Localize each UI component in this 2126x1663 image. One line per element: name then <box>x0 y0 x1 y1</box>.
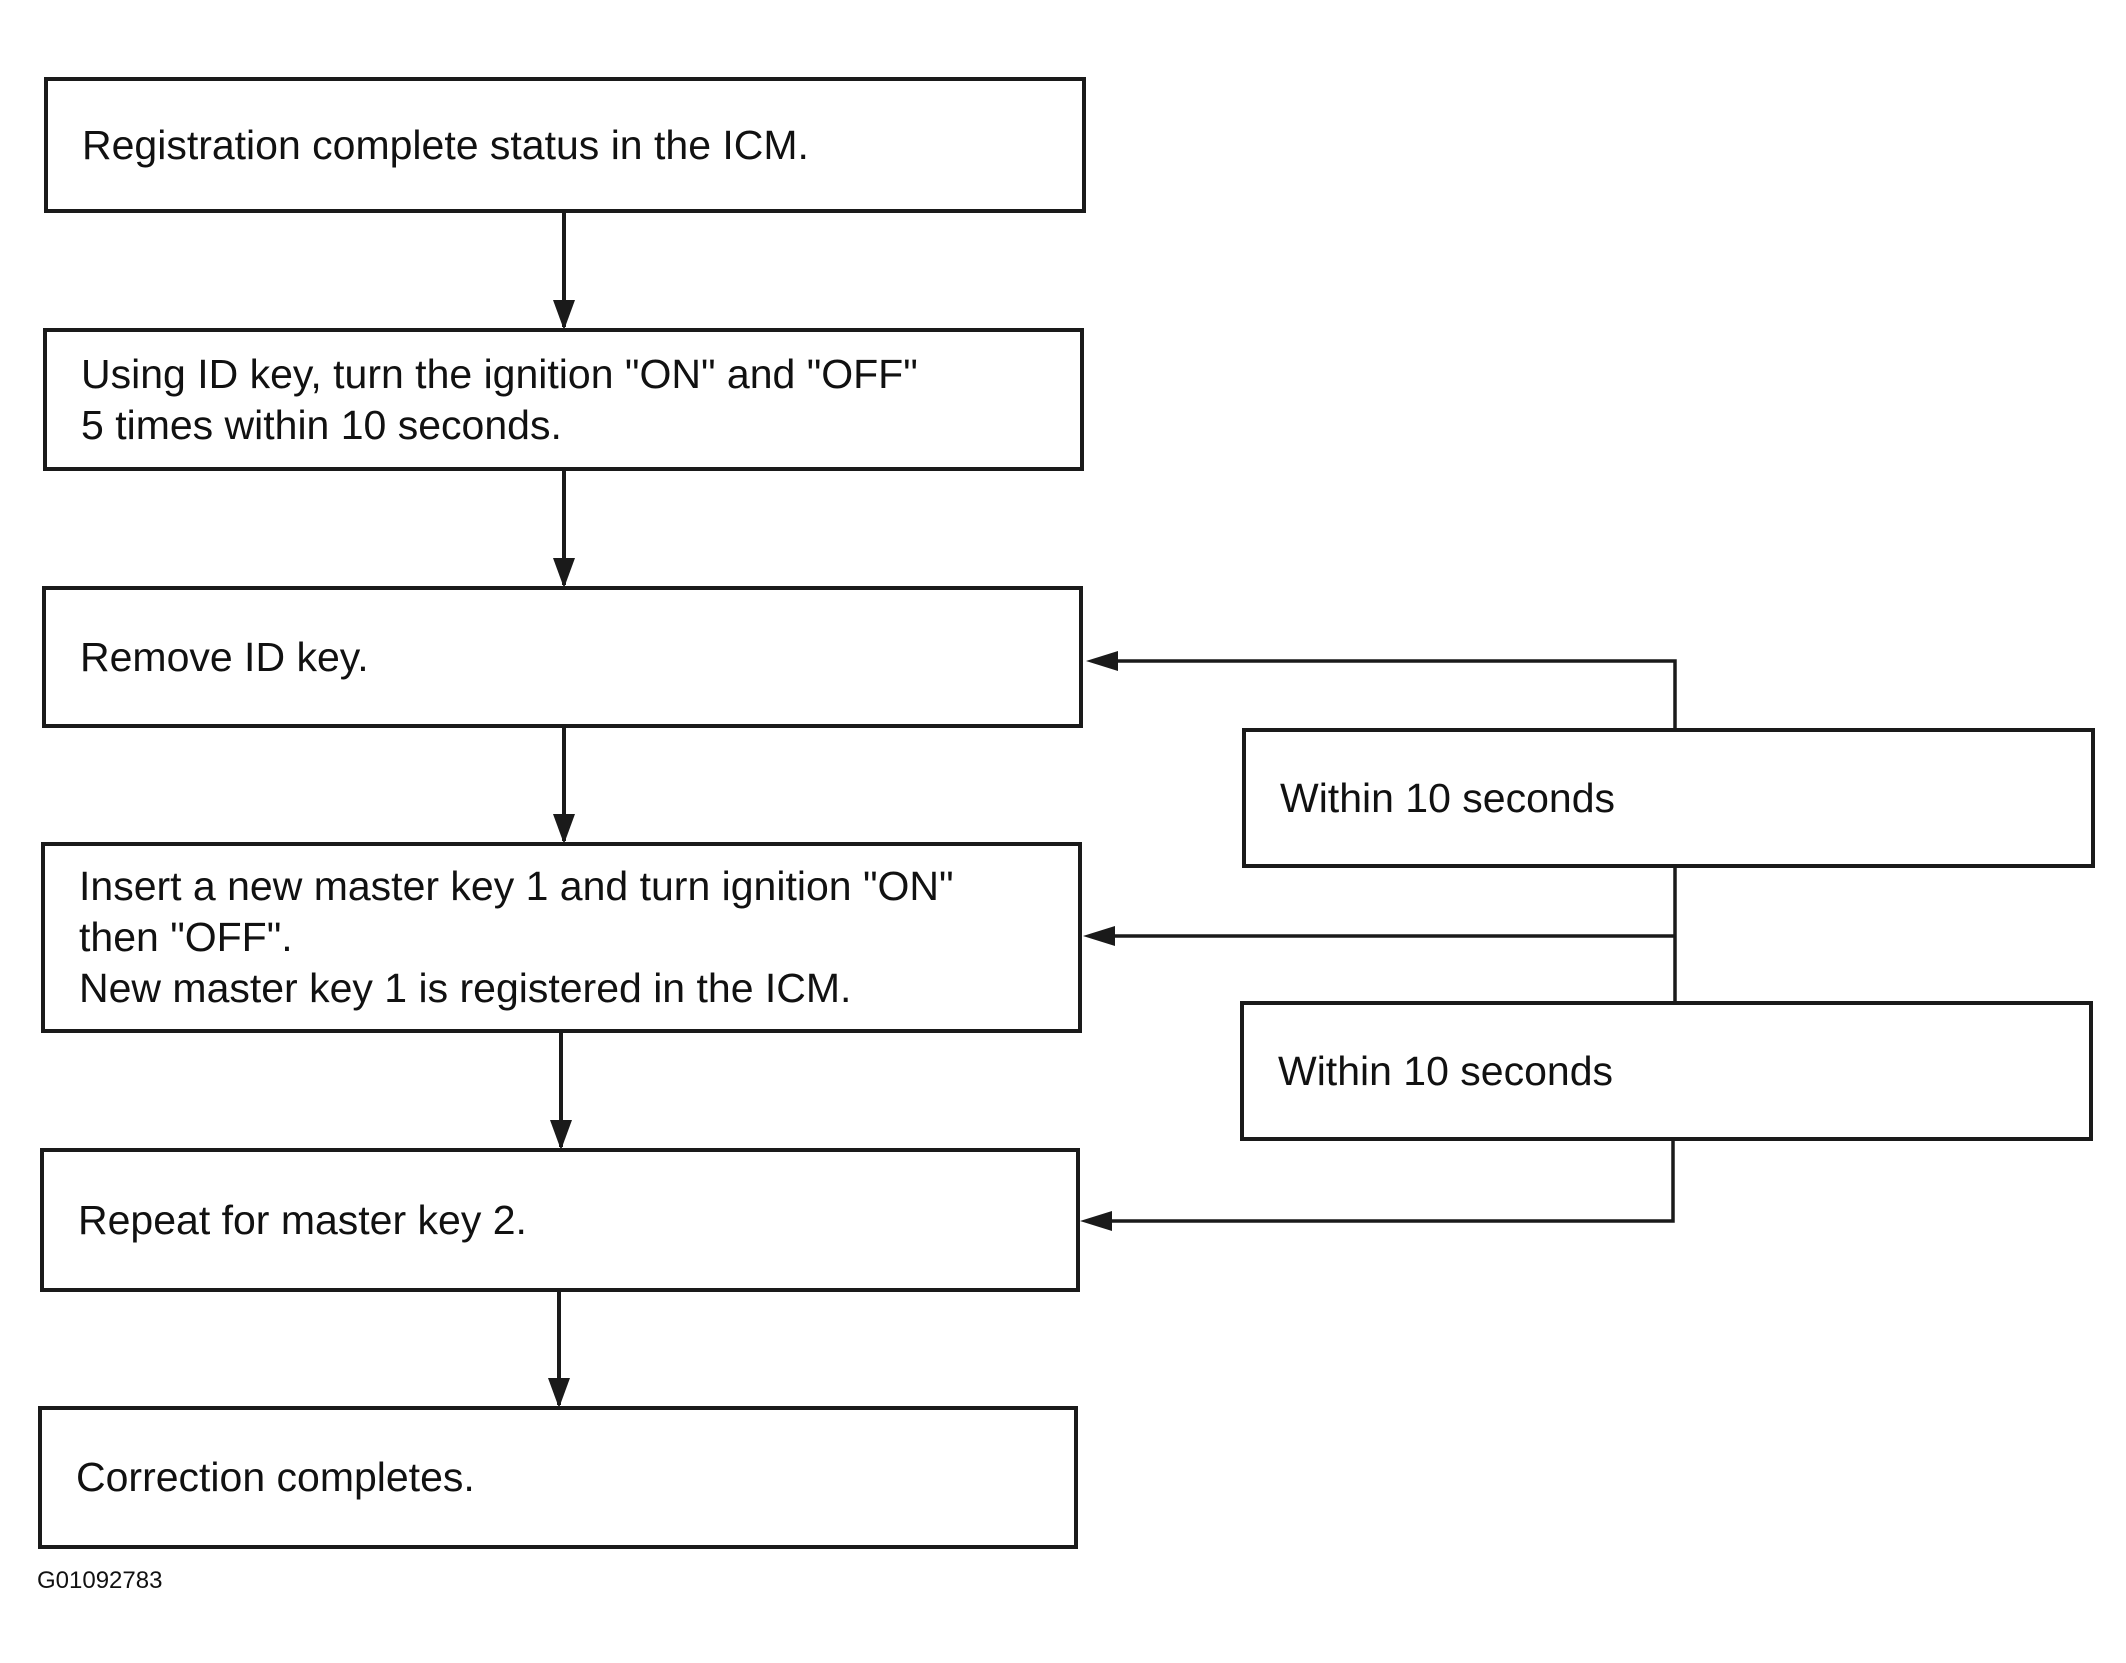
step-text-line: Remove ID key. <box>80 633 369 680</box>
connector-timer2-to-step5 <box>1110 1141 1675 1223</box>
step-repeat-master-key-2: Repeat for master key 2. <box>40 1148 1080 1292</box>
step-ignition-cycle: Using ID key, turn the ignition "ON" and… <box>43 328 1084 471</box>
step-registration-complete: Registration complete status in the ICM. <box>44 77 1086 213</box>
timer-box-1: Within 10 seconds <box>1242 728 2095 868</box>
arrowhead-step6 <box>548 1378 570 1408</box>
arrowhead-into-step5 <box>1080 1211 1112 1231</box>
step-text-line: Correction completes. <box>76 1454 475 1500</box>
timer-box-2: Within 10 seconds <box>1240 1001 2093 1141</box>
step-correction-completes: Correction completes. <box>38 1406 1078 1549</box>
step-text-line: 5 times within 10 seconds. <box>81 401 562 448</box>
step-text-line: Insert a new master key 1 and turn ignit… <box>79 863 954 909</box>
timer-label: Within 10 seconds <box>1280 774 1616 821</box>
step-insert-master-key-1: Insert a new master key 1 and turn ignit… <box>41 842 1082 1033</box>
arrowhead-step4 <box>553 814 575 844</box>
arrowhead-step5 <box>550 1120 572 1150</box>
step-text-line: then "OFF". <box>79 914 293 960</box>
connector-timer1-to-step3 <box>1114 659 1677 728</box>
step-remove-id-key: Remove ID key. <box>42 586 1083 728</box>
step-text-line: Repeat for master key 2. <box>78 1196 527 1243</box>
step-text-line: New master key 1 is registered in the IC… <box>79 965 852 1011</box>
step-text-line: Registration complete status in the ICM. <box>82 121 809 168</box>
arrowhead-into-step4 <box>1083 926 1115 946</box>
arrowhead-step3 <box>553 558 575 588</box>
arrowhead-into-step3 <box>1086 651 1118 671</box>
timer-label: Within 10 seconds <box>1278 1047 1614 1094</box>
step-text-line: Using ID key, turn the ignition "ON" and… <box>81 350 918 397</box>
arrowhead-step2 <box>553 300 575 330</box>
figure-id: G01092783 <box>37 1567 163 1594</box>
